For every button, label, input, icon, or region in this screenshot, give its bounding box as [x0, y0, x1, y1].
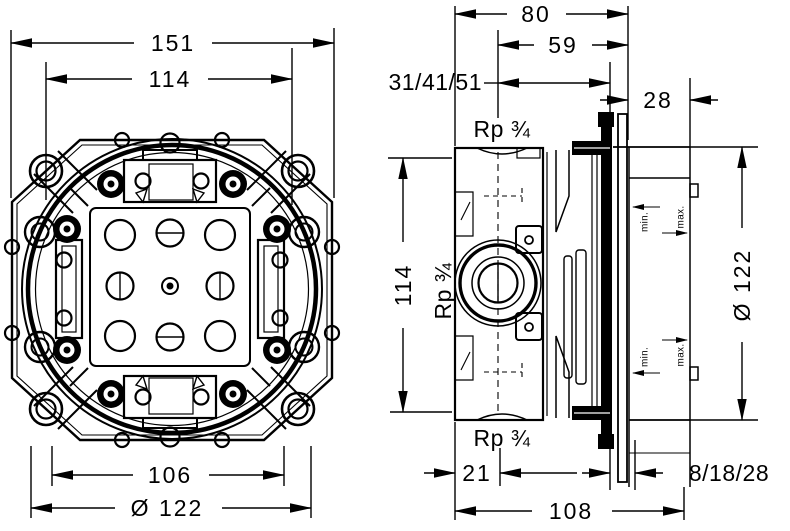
side-view: min. max. min. max. 80 59 31/41/51 — [388, 1, 769, 524]
corner-struts — [33, 150, 311, 430]
pad-east — [256, 238, 286, 340]
pad-north — [122, 149, 218, 204]
bottom-left-label: 21 — [462, 460, 492, 486]
depth-overall-label: 108 — [549, 498, 593, 524]
pad-west — [54, 238, 84, 340]
mounting-ring — [21, 138, 323, 440]
side-port-circles — [454, 239, 542, 327]
max-bottom-label: max. — [676, 344, 687, 367]
port-grid — [103, 218, 237, 353]
thread-bottom-label: Rp ¾ — [474, 425, 531, 451]
housing-body — [453, 146, 545, 422]
thread-side-label: Rp ¾ — [430, 262, 456, 319]
flange-assembly — [546, 112, 628, 483]
mounting-plate — [617, 113, 628, 483]
min-bottom-label: min. — [640, 347, 651, 367]
front-width-inner-label: 114 — [149, 66, 192, 92]
front-offset-label: 28 — [643, 87, 673, 113]
depth-range-label: 31/41/51 — [388, 69, 482, 95]
protection-box: min. max. min. max. — [613, 146, 699, 487]
screw-bosses — [53, 170, 291, 408]
depth-inner-label: 59 — [548, 32, 578, 58]
function-block — [69, 187, 271, 387]
max-top-label: max. — [676, 206, 687, 229]
flange-bolt-holes — [3, 131, 341, 449]
side-diameter-label: Ø 122 — [729, 249, 755, 322]
front-dimensions: 151 114 106 Ø 122 — [10, 28, 335, 521]
fastening-lugs — [515, 225, 543, 341]
threaded-rod — [601, 126, 612, 434]
ear-loops — [23, 153, 321, 427]
min-top-label: min. — [640, 212, 651, 232]
bottom-center-hole — [159, 426, 181, 448]
plaster-depth-marks: min. max. min. max. — [632, 204, 688, 376]
pad-south — [122, 374, 218, 429]
front-diameter-label: Ø 122 — [131, 495, 204, 521]
height-label: 114 — [390, 264, 416, 307]
side-dimensions: 80 59 31/41/51 28 Rp ¾ 114 Rp ¾ Rp ¾ — [388, 1, 769, 524]
front-port-spacing-label: 106 — [148, 462, 192, 488]
mounting-pads — [54, 132, 286, 448]
wall-range-label: 8/18/28 — [689, 460, 769, 486]
top-center-hole — [159, 132, 181, 154]
front-width-total-label: 151 — [151, 30, 195, 56]
front-view: 151 114 106 Ø 122 — [3, 28, 341, 521]
thread-top-label: Rp ¾ — [474, 116, 531, 142]
depth-total-label: 80 — [521, 1, 551, 27]
